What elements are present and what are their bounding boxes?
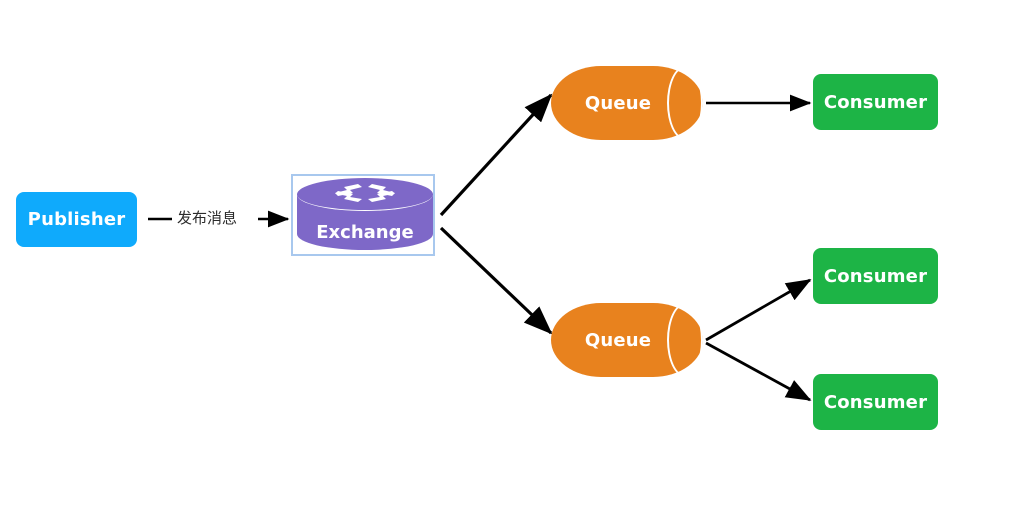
node-exchange[interactable]: Exchange	[291, 174, 435, 256]
node-exchange-label: Exchange	[316, 221, 414, 243]
node-consumer-3-label: Consumer	[823, 391, 928, 413]
node-publisher[interactable]: Publisher	[16, 192, 137, 247]
queue-2-end-cap	[667, 303, 703, 377]
edge-queue-2-to-consumer-3	[705, 341, 812, 402]
node-consumer-1-label: Consumer	[823, 91, 928, 113]
edge-exchange-to-queue-2	[439, 226, 553, 335]
node-publisher-label: Publisher	[27, 209, 126, 230]
node-consumer-1[interactable]: Consumer	[813, 74, 938, 130]
node-queue-2[interactable]: Queue	[551, 303, 703, 377]
router-arrows-icon	[335, 184, 395, 202]
edge-exchange-to-queue-1	[439, 93, 553, 217]
node-consumer-2-label: Consumer	[823, 265, 928, 287]
queue-1-end-cap	[667, 66, 703, 140]
edge-label-publish-message: 发布消息	[177, 209, 238, 227]
exchange-cylinder: Exchange	[297, 178, 433, 254]
node-queue-2-label: Queue	[584, 329, 652, 351]
node-queue-1-label: Queue	[584, 92, 652, 114]
node-consumer-2[interactable]: Consumer	[813, 248, 938, 304]
edge-queue-2-to-consumer-2	[705, 278, 812, 342]
node-queue-1[interactable]: Queue	[551, 66, 703, 140]
exchange-cylinder-top	[297, 178, 433, 211]
node-consumer-3[interactable]: Consumer	[813, 374, 938, 430]
